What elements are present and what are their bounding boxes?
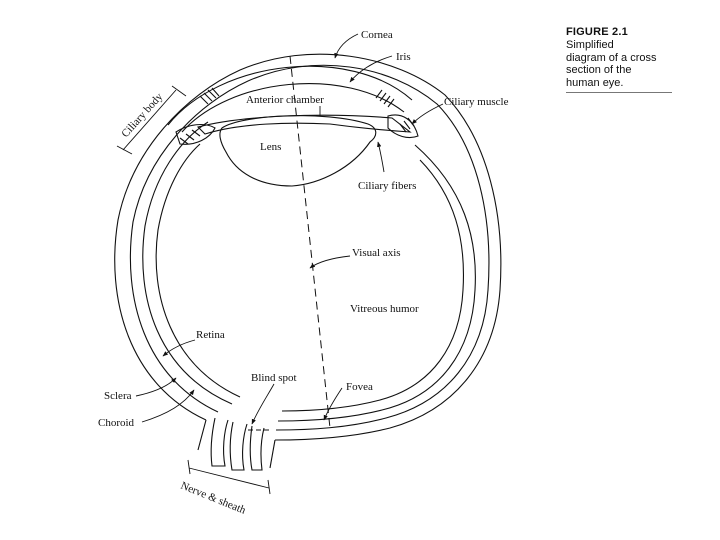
- pointer-cornea: [334, 33, 359, 59]
- pointer-ciliary-muscle: [411, 103, 444, 125]
- hatch-right: [375, 89, 415, 133]
- choroid-line: [129, 64, 490, 431]
- label-visual-axis: Visual axis: [352, 247, 401, 259]
- optic-nerve: [197, 417, 276, 471]
- label-iris: Iris: [396, 51, 411, 63]
- pointer-choroid: [141, 389, 195, 423]
- labels: Cornea Iris Ciliary muscle Anterior cham…: [98, 29, 509, 517]
- nerve-fiber-2: [229, 421, 248, 471]
- caption-line-1: Simplified: [566, 39, 614, 51]
- caption-line-4: human eye.: [566, 76, 624, 89]
- hatch-left: [179, 87, 220, 145]
- sclera-outer-line: [114, 53, 502, 441]
- label-choroid: Choroid: [98, 417, 135, 429]
- label-vitreous-humor: Vitreous humor: [350, 303, 419, 315]
- pointer-sclera: [135, 377, 177, 397]
- caption-line-2: diagram of a cross: [566, 51, 657, 64]
- lens-structures: [175, 87, 419, 187]
- label-nerve-sheath: Nerve & sheath: [179, 480, 248, 517]
- pointer-blind-spot: [251, 383, 275, 425]
- label-blind-spot: Blind spot: [251, 372, 297, 384]
- nerve-fiber-1: [210, 417, 229, 467]
- label-cornea: Cornea: [361, 29, 393, 41]
- label-lens: Lens: [260, 141, 281, 153]
- retina-line: [142, 121, 476, 422]
- pointer-iris: [349, 55, 393, 83]
- visual-axis-line: [289, 55, 331, 429]
- bracket-nerve-sheath: [187, 459, 271, 495]
- label-sclera: Sclera: [104, 390, 132, 402]
- inner-retina-line: [155, 143, 464, 412]
- label-ciliary-fibers: Ciliary fibers: [358, 180, 416, 192]
- pointer-ciliary-fibers: [377, 141, 385, 173]
- eyeball-outline: [114, 53, 502, 441]
- figure-title: FIGURE 2.1: [566, 26, 628, 38]
- label-retina: Retina: [196, 329, 225, 341]
- bracket-ciliary-body: [116, 85, 187, 155]
- cornea-outer-arc: [167, 65, 413, 126]
- pointer-visual-axis: [309, 255, 351, 269]
- cornea: [167, 65, 413, 133]
- nerve-outer-left: [197, 419, 207, 451]
- pointer-retina: [162, 339, 196, 357]
- ciliary-muscle-shape: [387, 114, 419, 139]
- label-anterior-chamber: Anterior chamber: [246, 94, 324, 106]
- iris-shape: [196, 114, 412, 135]
- lens-shape: [219, 115, 377, 187]
- label-pointers: [116, 33, 444, 495]
- pointer-fovea: [323, 387, 343, 421]
- label-ciliary-muscle: Ciliary muscle: [444, 96, 509, 108]
- cornea-inner-arc: [181, 83, 405, 133]
- ciliary-body-shape: [175, 123, 216, 145]
- label-fovea: Fovea: [346, 381, 373, 393]
- nerve-outer-right: [269, 439, 276, 469]
- label-ciliary-body: Ciliary body: [119, 91, 165, 140]
- caption-line-3: section of the: [566, 64, 632, 76]
- figure-caption: FIGURE 2.1 Simplified diagram of a cross…: [566, 26, 672, 93]
- nerve-fiber-3: [249, 425, 265, 471]
